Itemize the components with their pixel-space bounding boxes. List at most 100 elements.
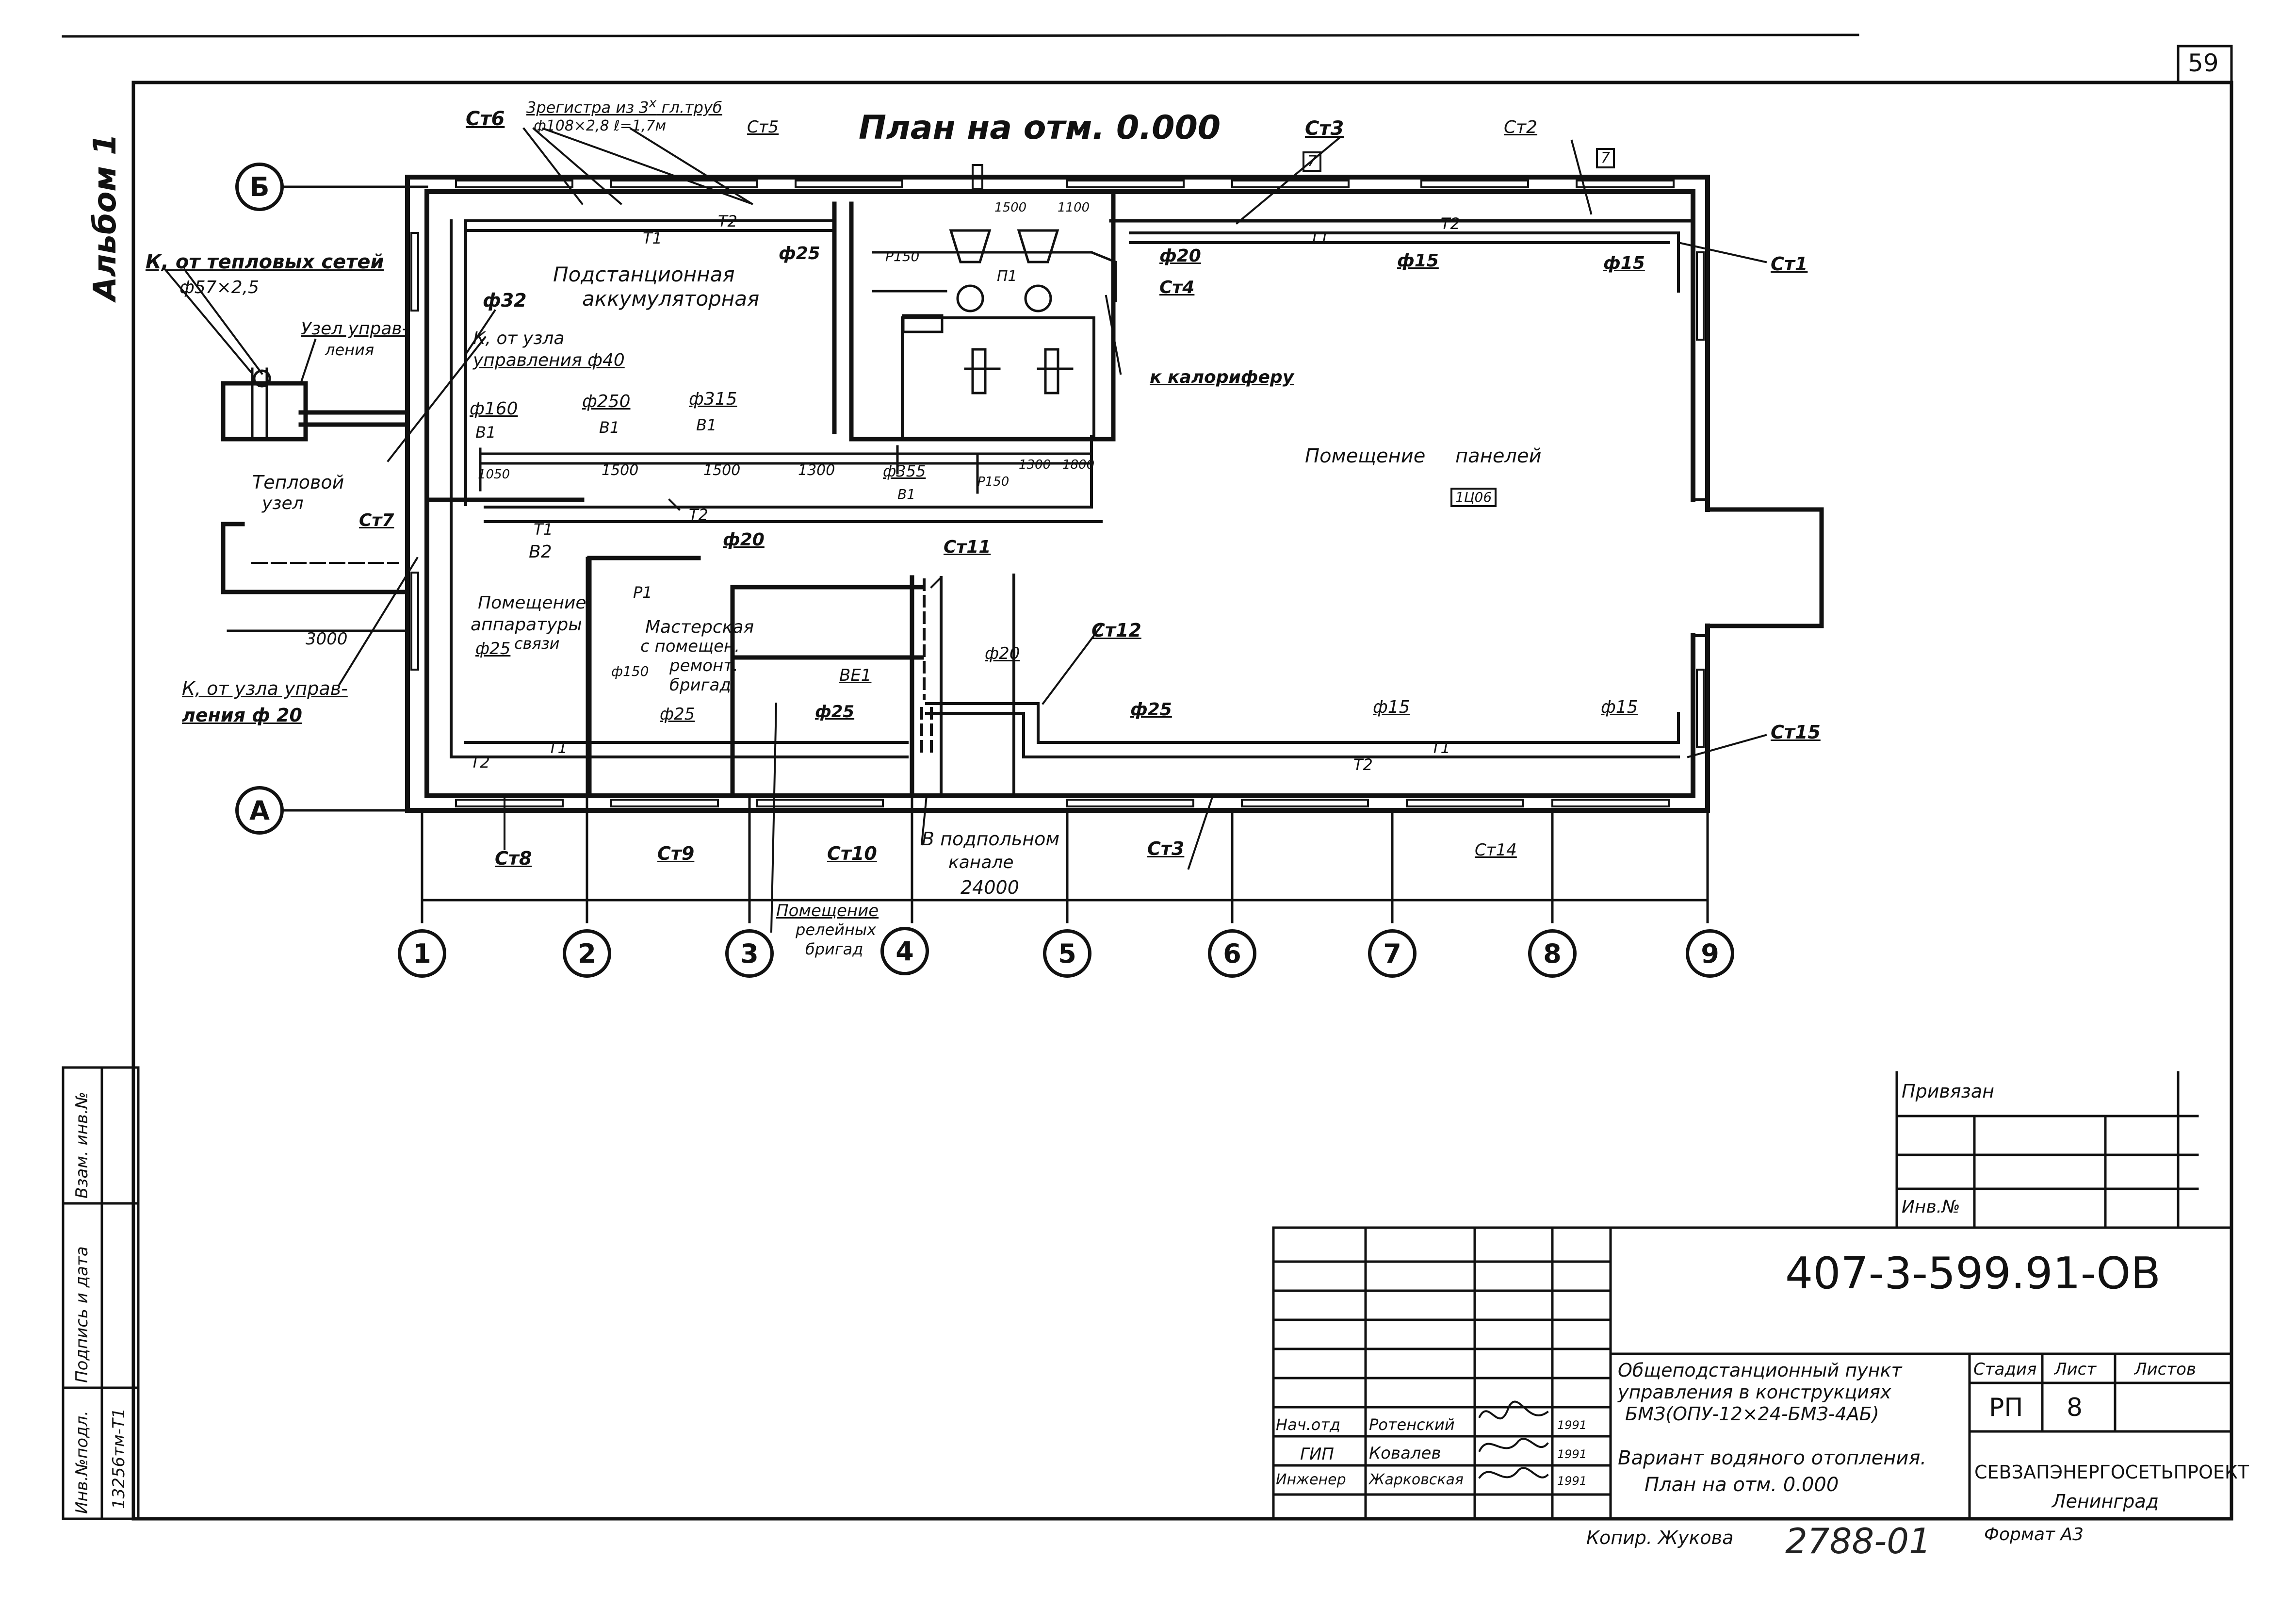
- tb-inv-no: Инв.№: [1902, 1197, 1960, 1217]
- label-panel-room: Помещение: [1305, 445, 1426, 467]
- label-ct6: Ст6: [466, 108, 505, 130]
- label-heat-node-b: узел: [262, 493, 304, 513]
- label-dim-1500-a: 1500: [602, 462, 639, 479]
- label-f25-c: ф25: [660, 705, 695, 724]
- vent-equipment: [872, 229, 1117, 394]
- label-f32: ф32: [483, 290, 527, 311]
- label-f25-d: ф25: [815, 702, 855, 722]
- axis-1: 1: [398, 929, 446, 978]
- axis-8: 8: [1528, 929, 1577, 978]
- margin-sign-label: Подпись и дата: [72, 1246, 92, 1383]
- label-workshop-d: бригад: [669, 675, 731, 695]
- tag-box-2: 7: [1596, 148, 1615, 168]
- label-f15-d: ф15: [1601, 697, 1638, 717]
- label-relay-room: Помещение: [776, 901, 879, 920]
- label-k-from-node-b: управления ф40: [473, 350, 625, 370]
- label-dim-1300: 1300: [798, 462, 835, 479]
- label-f15-c: ф15: [1373, 697, 1410, 717]
- label-in-channel: В подпольном: [922, 828, 1060, 850]
- label-t1-bot: Т1: [548, 739, 568, 757]
- label-p150-b: Р150: [977, 475, 1010, 489]
- label-relay-room-b: релейных: [796, 920, 877, 939]
- label-t2-top: Т2: [718, 212, 737, 230]
- label-registers-dim: ф108×2,8 ℓ=1,7м: [534, 117, 667, 134]
- label-dim-1300-b: 1300: [1019, 458, 1051, 472]
- label-d355: ф355: [883, 462, 926, 480]
- label-b1-a: В1: [475, 423, 496, 442]
- tb-org: СЕВЗАПЭНЕРГОСЕТЬПРОЕКТ: [1974, 1462, 2249, 1483]
- label-comm-room-b: аппаратуры: [471, 615, 582, 635]
- tb-stage: РП: [1989, 1393, 2023, 1422]
- margin-inv-label: Инв.№подл.: [72, 1411, 92, 1514]
- tb-sheet-h: Лист: [2054, 1360, 2097, 1379]
- signatures: [1478, 1400, 1549, 1479]
- label-workshop: Мастерская: [645, 617, 754, 637]
- label-registers: 3регистра из 3x гл.труб: [526, 96, 722, 117]
- label-b2: В2: [529, 542, 552, 562]
- wall-windows: [410, 164, 1705, 807]
- label-heat-from-dia: ф57×2,5: [179, 278, 260, 297]
- tb-name-2: Ковалев: [1369, 1444, 1441, 1463]
- label-ct11: Ст11: [944, 537, 991, 557]
- label-k-from-node2-b: ления ф 20: [182, 705, 302, 726]
- label-f15-a: ф15: [1397, 251, 1439, 271]
- tb-drawing-title-2: План на отм. 0.000: [1645, 1474, 1839, 1496]
- label-t1-bot-r: Т1: [1431, 739, 1450, 757]
- label-ct15: Ст15: [1771, 722, 1821, 743]
- ventilation-duct: [479, 445, 1093, 494]
- tb-desc-1: Общеподстанционный пункт: [1618, 1360, 1902, 1381]
- label-d315: ф315: [689, 389, 737, 409]
- margin-replace-label: Взам. инв.№: [72, 1091, 92, 1199]
- label-t2-right: Т2: [1441, 214, 1460, 233]
- axis-3: 3: [725, 929, 774, 978]
- label-comm-room-c: связи: [514, 634, 560, 653]
- album-label: Альбом 1: [87, 133, 123, 301]
- tb-format: Формат А3: [1984, 1525, 2084, 1544]
- label-ct10: Ст10: [827, 843, 877, 864]
- label-ct1: Ст1: [1771, 253, 1808, 275]
- label-heat-from: К, от тепловых сетей: [146, 251, 384, 273]
- label-k-from-node2: К, от узла управ-: [182, 678, 348, 699]
- label-t1-mid: Т1: [534, 520, 553, 539]
- label-ct3-bot: Ст3: [1147, 838, 1185, 859]
- axis-b: Б: [235, 163, 284, 211]
- sheet-frame: [131, 81, 2233, 1521]
- axis-5: 5: [1043, 929, 1091, 978]
- label-ct7: Ст7: [359, 510, 394, 530]
- interior-walls: [424, 189, 1695, 798]
- label-f15-b: ф15: [1603, 253, 1645, 273]
- label-panel-room-code: 1Ц06: [1450, 488, 1497, 507]
- tb-date-2: 1991: [1557, 1447, 1587, 1461]
- label-t2-bot: Т2: [471, 753, 490, 772]
- tb-bound: Привязан: [1902, 1081, 1994, 1102]
- margin-inv-number: 13256тм-Т1: [109, 1408, 129, 1509]
- label-f25-e: ф25: [1130, 700, 1172, 720]
- tb-date-1: 1991: [1557, 1418, 1587, 1432]
- tag-box-1: 7: [1303, 151, 1322, 172]
- axis-7: 7: [1368, 929, 1417, 978]
- label-ct3-top: Ст3: [1305, 117, 1344, 140]
- label-t2-mid: Т2: [689, 506, 708, 524]
- tb-desc-3: БМЗ(ОПУ-12×24-БМЗ-4АБ): [1625, 1403, 1879, 1425]
- label-d160: ф160: [470, 399, 518, 419]
- label-comm-room: Помещение: [478, 593, 586, 613]
- tb-date-3: 1991: [1557, 1474, 1587, 1488]
- label-dim-24000: 24000: [961, 877, 1019, 898]
- tb-role-1: Нач.отд: [1276, 1415, 1341, 1434]
- label-heat-node: Тепловой: [252, 472, 344, 493]
- label-ct14: Ст14: [1475, 840, 1517, 860]
- axis-9: 9: [1686, 929, 1734, 978]
- label-ct12: Ст12: [1091, 620, 1141, 641]
- label-ct8: Ст8: [495, 848, 532, 869]
- building-walls: [405, 175, 1824, 813]
- tb-copy: Копир. Жукова: [1586, 1527, 1734, 1548]
- top-edge-line: [62, 33, 1859, 38]
- label-battery-room: Подстанционная: [553, 263, 735, 286]
- label-workshop-c: ремонт.: [669, 656, 738, 675]
- label-dim-1500-top: 1500: [994, 200, 1027, 215]
- tb-city: Ленинград: [2052, 1491, 2159, 1512]
- label-dim-1800: 1800: [1062, 458, 1095, 472]
- heat-node: [221, 367, 410, 594]
- label-p1-b: Р1: [633, 583, 652, 602]
